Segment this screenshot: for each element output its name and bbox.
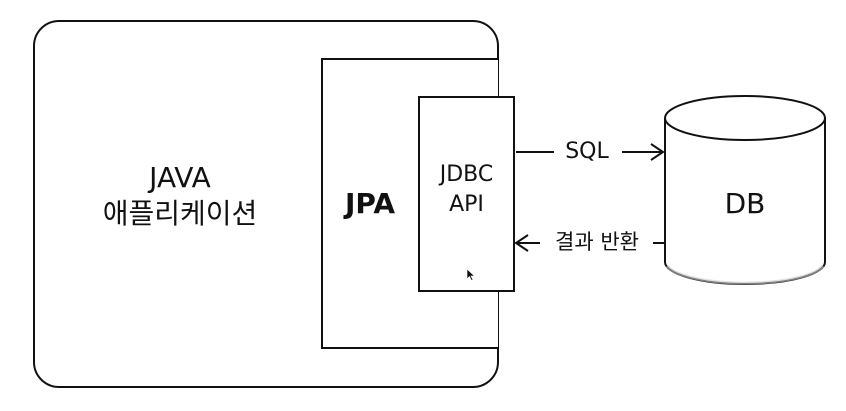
java-application-label: JAVA 애플리케이션: [80, 160, 280, 232]
sql-label: SQL: [565, 139, 609, 164]
jpa-label: JPA: [344, 187, 396, 220]
java-label-line2: 애플리케이션: [102, 197, 258, 230]
jdbc-label-line1: JDBC: [439, 162, 494, 187]
database-cylinder: [664, 95, 826, 285]
database-label: DB: [724, 187, 766, 220]
mouse-cursor-icon: [466, 268, 476, 281]
result-return-label: 결과 반환: [555, 230, 639, 254]
java-label-line1: JAVA: [149, 161, 211, 194]
jdbc-api-label: JDBC API: [420, 160, 513, 220]
jdbc-label-line2: API: [449, 192, 484, 217]
sql-arrow: [516, 143, 665, 161]
jdbc-api-box: [418, 96, 515, 292]
result-arrow: [514, 234, 665, 252]
